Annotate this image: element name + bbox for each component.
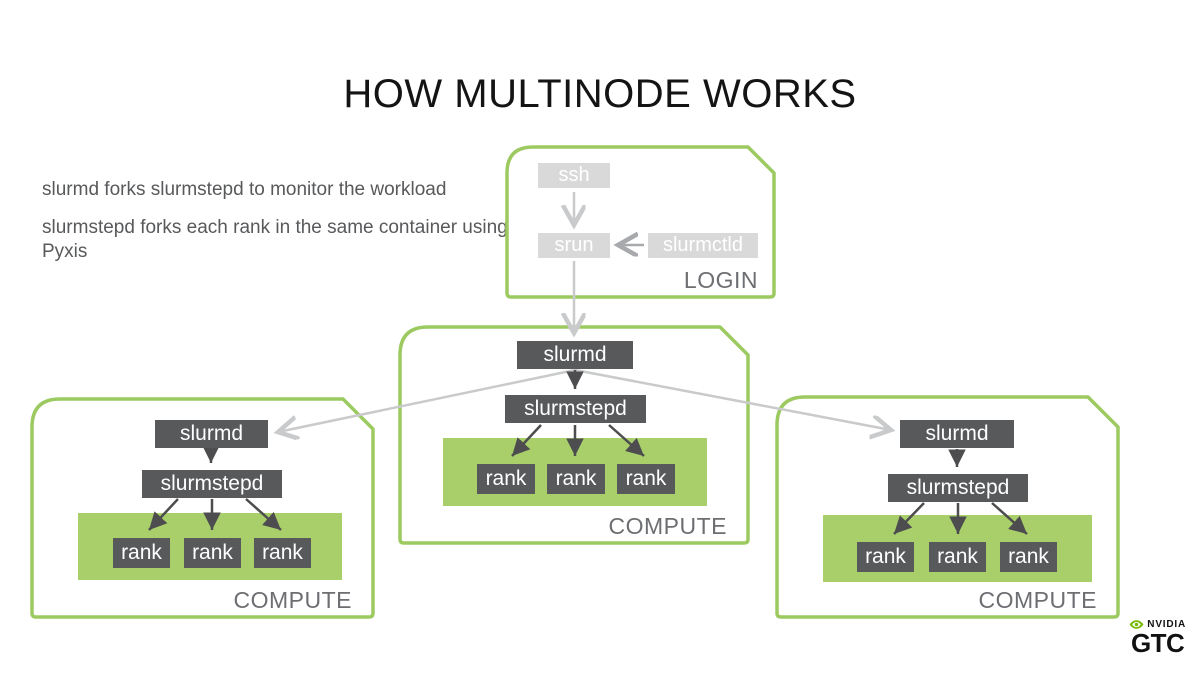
rank-process-box-left-2: rank bbox=[254, 538, 311, 568]
compute-node-outline-right bbox=[775, 395, 1120, 619]
arrow-slurmstepd-to-rank-middle-2 bbox=[608, 424, 645, 457]
nvidia-logo-row: NVIDIA bbox=[1129, 619, 1186, 630]
arrow-slurmstepd-to-rank-middle-0 bbox=[511, 424, 542, 457]
slurmstepd-process-box-middle: slurmstepd bbox=[505, 395, 646, 423]
slurmd-process-box-middle: slurmd bbox=[517, 341, 633, 369]
arrow-slurmd-to-right-node bbox=[574, 368, 891, 430]
rank-process-box-middle-1: rank bbox=[547, 464, 605, 494]
slurmd-process-box-right: slurmd bbox=[900, 420, 1014, 448]
dark-arrows bbox=[148, 370, 1028, 535]
compute-node-label-middle: COMPUTE bbox=[608, 513, 727, 539]
notes-block: slurmd forks slurmstepd to monitor the w… bbox=[42, 178, 512, 278]
ssh-process-box: ssh bbox=[538, 163, 610, 188]
page-title: HOW MULTINODE WORKS bbox=[343, 72, 857, 116]
rank-process-box-right-0: rank bbox=[857, 542, 914, 572]
rank-process-box-middle-0: rank bbox=[477, 464, 535, 494]
slurmd-process-box-left: slurmd bbox=[155, 420, 268, 448]
slurmctld-process-box: slurmctld bbox=[648, 233, 758, 258]
arrow-slurmd-to-left-node bbox=[278, 368, 576, 432]
slurmstepd-process-box-left: slurmstepd bbox=[142, 470, 282, 498]
login-node-label: LOGIN bbox=[683, 267, 758, 293]
arrow-slurmstepd-to-rank-right-0 bbox=[893, 502, 925, 535]
light-arrows bbox=[278, 192, 891, 432]
node-outlines bbox=[30, 145, 1120, 619]
note-line: slurmd forks slurmstepd to monitor the w… bbox=[42, 179, 447, 200]
gtc-wordmark: GTC bbox=[1130, 628, 1185, 658]
login-node-outline bbox=[505, 145, 776, 299]
nvidia-wordmark: NVIDIA bbox=[1147, 619, 1186, 630]
arrow-slurmstepd-to-rank-left-2 bbox=[245, 498, 282, 531]
srun-process-box: srun bbox=[538, 233, 610, 258]
nvidia-eye-icon bbox=[1129, 620, 1144, 629]
compute-node-outline-middle bbox=[398, 325, 750, 545]
nvidia-gtc-logo: NVIDIA GTC bbox=[1129, 619, 1186, 656]
rank-process-box-middle-2: rank bbox=[617, 464, 675, 494]
compute-node-label-left: COMPUTE bbox=[233, 587, 352, 613]
slurmstepd-process-box-right: slurmstepd bbox=[888, 474, 1028, 502]
rank-process-box-left-0: rank bbox=[113, 538, 170, 568]
compute-node-outline-left bbox=[30, 397, 375, 619]
compute-node-label-right: COMPUTE bbox=[978, 587, 1097, 613]
arrow-slurmstepd-to-rank-right-2 bbox=[991, 502, 1028, 535]
rank-process-box-right-1: rank bbox=[929, 542, 986, 572]
rank-process-box-right-2: rank bbox=[1000, 542, 1057, 572]
note-line: slurmstepd forks each rank in the same c… bbox=[42, 217, 508, 262]
arrow-slurmstepd-to-rank-left-0 bbox=[148, 498, 179, 531]
rank-process-box-left-1: rank bbox=[184, 538, 241, 568]
